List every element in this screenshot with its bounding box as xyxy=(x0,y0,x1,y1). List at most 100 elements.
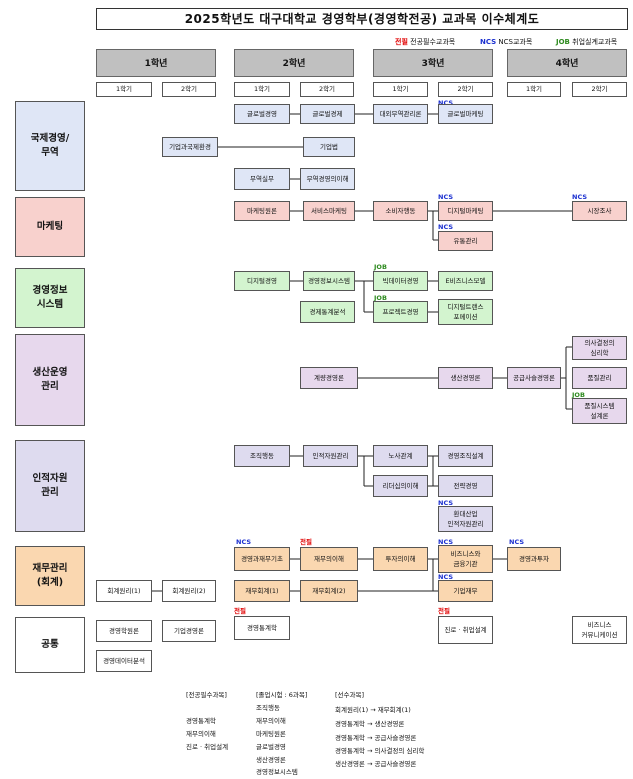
category-marketing: 마케팅 xyxy=(15,197,85,257)
course-box: 마케팅원론 xyxy=(234,201,290,221)
required-tag: 전필 xyxy=(438,607,450,615)
legend-ncs-tag: NCS xyxy=(480,38,497,46)
course-box: 의사결정의 심리학 xyxy=(572,336,627,360)
required-tag: 전필 xyxy=(300,538,312,546)
note-exam-header: [졸업시험 : 6과목] xyxy=(256,691,308,699)
course-box: 디지털마케팅 xyxy=(438,201,493,221)
course-box: E비즈니스모델 xyxy=(438,271,493,291)
category-intl: 국제경영/ 무역 xyxy=(15,101,85,191)
course-box: 비즈니스와 금융기관 xyxy=(438,545,493,573)
course-box: 경영데이터분석 xyxy=(96,650,152,672)
course-box: 진로 · 취업설계 xyxy=(438,616,493,644)
note-required-item: 진로 · 취업설계 xyxy=(186,743,229,751)
ncs-tag: NCS xyxy=(509,538,525,546)
year-header-4: 4학년 xyxy=(507,49,627,77)
course-box: 재무회계(2) xyxy=(300,580,358,602)
legend-required-label: 전공필수교과목 xyxy=(410,38,456,46)
ncs-tag: NCS xyxy=(438,573,454,581)
semester-header: 2학기 xyxy=(572,82,627,97)
course-box: 글로벌마케팅 xyxy=(438,104,493,124)
job-tag: JOB xyxy=(374,263,387,271)
required-tag: 전필 xyxy=(234,607,246,615)
ncs-tag: NCS xyxy=(438,99,454,107)
course-box: 소비자행동 xyxy=(373,201,428,221)
ncs-tag: NCS xyxy=(572,193,588,201)
legend-required-tag: 전필 xyxy=(395,38,408,46)
course-box: 품질관리 xyxy=(572,367,627,389)
course-box: 경영정보시스템 xyxy=(303,271,355,291)
course-box: 조직행동 xyxy=(234,445,290,467)
course-box: 경영과재무기초 xyxy=(234,547,290,571)
course-box: 공급사슬경영론 xyxy=(507,367,561,389)
legend-job-tag: JOB xyxy=(556,38,570,46)
course-box: 글로벌경영 xyxy=(234,104,290,124)
year-header-1: 1학년 xyxy=(96,49,216,77)
course-box: 기업재무 xyxy=(438,580,493,602)
note-required-header: [전공필수과목] xyxy=(186,691,227,699)
course-box: 생산경영론 xyxy=(438,367,493,389)
note-prereq-item: 경영통계학 → 생산경영론 xyxy=(335,720,405,728)
course-box: 기업법 xyxy=(303,137,355,157)
semester-header: 1학기 xyxy=(507,82,561,97)
course-box: 기업경영론 xyxy=(162,620,216,642)
course-box: 노사관계 xyxy=(373,445,428,467)
year-header-2: 2학년 xyxy=(234,49,354,77)
course-box: 기업과국제환경 xyxy=(162,137,218,157)
course-box: 경영통계학 xyxy=(234,616,290,640)
ncs-tag: NCS xyxy=(438,223,454,231)
course-box: 회계원리(2) xyxy=(162,580,216,602)
note-exam-item: 조직행동 xyxy=(256,704,280,712)
note-exam-item: 마케팅원론 xyxy=(256,730,286,738)
semester-header: 1학기 xyxy=(96,82,152,97)
legend-required: 전필 전공필수교과목 xyxy=(395,37,455,47)
course-box: 대외무역관리론 xyxy=(373,104,428,124)
course-box: 비즈니스 커뮤니케이션 xyxy=(572,616,627,644)
course-box: 재무회계(1) xyxy=(234,580,290,602)
semester-header: 1학기 xyxy=(234,82,290,97)
category-hr: 인적자원 관리 xyxy=(15,440,85,532)
course-box: 계량경영론 xyxy=(300,367,358,389)
legend-job-label: 취업실계교과목 xyxy=(572,38,618,46)
legend-ncs: NCS NCS교과목 xyxy=(480,37,532,47)
course-box: 빅데이터경영 xyxy=(373,271,428,291)
note-exam-item: 글로벌경영 xyxy=(256,743,286,751)
ncs-tag: NCS xyxy=(438,538,454,546)
semester-header: 2학기 xyxy=(300,82,354,97)
course-box: 전략경영 xyxy=(438,475,493,497)
course-box: 서비스마케팅 xyxy=(303,201,355,221)
job-tag: JOB xyxy=(374,294,387,302)
note-prereq-item: 경영통계학 → 의사결정의 심리학 xyxy=(335,747,425,755)
course-box: 유통관리 xyxy=(438,231,493,251)
course-box: 경영과투자 xyxy=(507,547,561,571)
course-box: 재무의이해 xyxy=(300,547,358,571)
semester-header: 2학기 xyxy=(438,82,493,97)
course-box: 환대산업 인적자원관리 xyxy=(438,506,493,532)
course-box: 시장조사 xyxy=(572,201,627,221)
note-exam-item: 생산경영론 xyxy=(256,756,286,764)
ncs-tag: NCS xyxy=(236,538,252,546)
year-header-3: 3학년 xyxy=(373,49,493,77)
note-prereq-item: 경영통계학 → 공급사슬경영론 xyxy=(335,734,417,742)
course-box: 투자의이해 xyxy=(373,547,428,571)
legend-ncs-label: NCS교과목 xyxy=(498,38,533,46)
course-box: 회계원리(1) xyxy=(96,580,152,602)
course-box: 경영학원론 xyxy=(96,620,152,642)
note-exam-item: 재무의이해 xyxy=(256,717,286,725)
note-required-item: 경영통계학 xyxy=(186,717,216,725)
course-box: 디지털트랜스 포메이션 xyxy=(438,299,493,325)
note-required-item: 재무의이해 xyxy=(186,730,216,738)
legend-job: JOB 취업실계교과목 xyxy=(556,37,617,47)
semester-header: 2학기 xyxy=(162,82,216,97)
category-common: 공통 xyxy=(15,617,85,673)
job-tag: JOB xyxy=(572,391,585,399)
course-box: 디지털경영 xyxy=(234,271,290,291)
course-box: 프로젝트경영 xyxy=(373,301,428,323)
note-prereq-item: 회계원리(1) → 재무회계(1) xyxy=(335,706,411,714)
course-box: 인적자원관리 xyxy=(303,445,358,467)
category-production: 생산운영 관리 xyxy=(15,334,85,426)
note-exam-item: 경영정보시스템 xyxy=(256,768,298,776)
page-title: 2025학년도 대구대학교 경영학부(경영학전공) 교과목 이수체계도 xyxy=(96,8,628,30)
course-box: 무역실무 xyxy=(234,168,290,190)
ncs-tag: NCS xyxy=(438,499,454,507)
